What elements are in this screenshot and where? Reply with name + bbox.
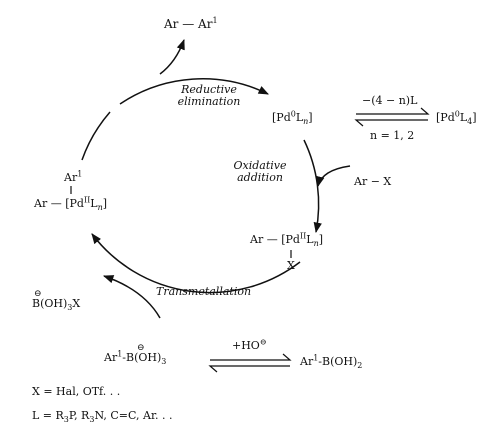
equilibrium-top-forward: [356, 107, 430, 115]
arx-entry-arrow: [316, 165, 351, 188]
diaryl-pd-complex: Ar — [PdIILn]: [34, 195, 108, 213]
equilibrium-top-reverse: [354, 119, 428, 127]
hydroxide-label: +HO⊖: [232, 337, 267, 352]
pd0-l4-species: [Pd0L4]: [436, 109, 477, 127]
n-values-label: n = 1, 2: [370, 129, 415, 142]
reductive-elimination-label: Reductive elimination: [177, 83, 241, 108]
oxidative-addition-label: Oxidative addition: [233, 159, 287, 184]
equilibrium-bottom-forward: [210, 353, 292, 361]
released-borate: B(OH)3X: [32, 297, 81, 313]
aryl-boronate-species: Ar1-B(OH)3: [104, 349, 167, 367]
pd0-ln-species: [Pd0Ln]: [272, 109, 313, 127]
cycle-arc-left: [81, 111, 111, 161]
ligand-loss-label: −(4 − n)L: [362, 94, 418, 107]
transmetallation-label: Transmetallation: [156, 285, 252, 298]
borate-charge: ⊖: [34, 289, 42, 299]
halide-ligand: X: [287, 259, 295, 272]
cycle-arc-transmetallation: [91, 233, 301, 294]
cycle-arc-reductive-elimination: [119, 78, 269, 105]
product-release-arrow: [159, 39, 185, 75]
aryl-halide-species: Ar − X: [354, 175, 392, 188]
boronic-acid-species: Ar1-B(OH)2: [300, 353, 363, 371]
cycle-arc-oxidative-addition: [303, 139, 322, 234]
product-ar-ar1: Ar — Ar1: [164, 16, 218, 31]
x-definition: X = Hal, OTf. . .: [32, 385, 121, 398]
l-definition: L = R3P, R3N, C=C, Ar. . .: [32, 409, 173, 425]
oxidative-addition-complex: Ar — [PdIILn]: [250, 231, 324, 249]
equilibrium-bottom-reverse: [208, 365, 290, 373]
borate-release-arrow: [103, 275, 161, 319]
boronate-charge: ⊖: [137, 343, 145, 353]
ar1-ligand: Ar1: [64, 169, 83, 184]
